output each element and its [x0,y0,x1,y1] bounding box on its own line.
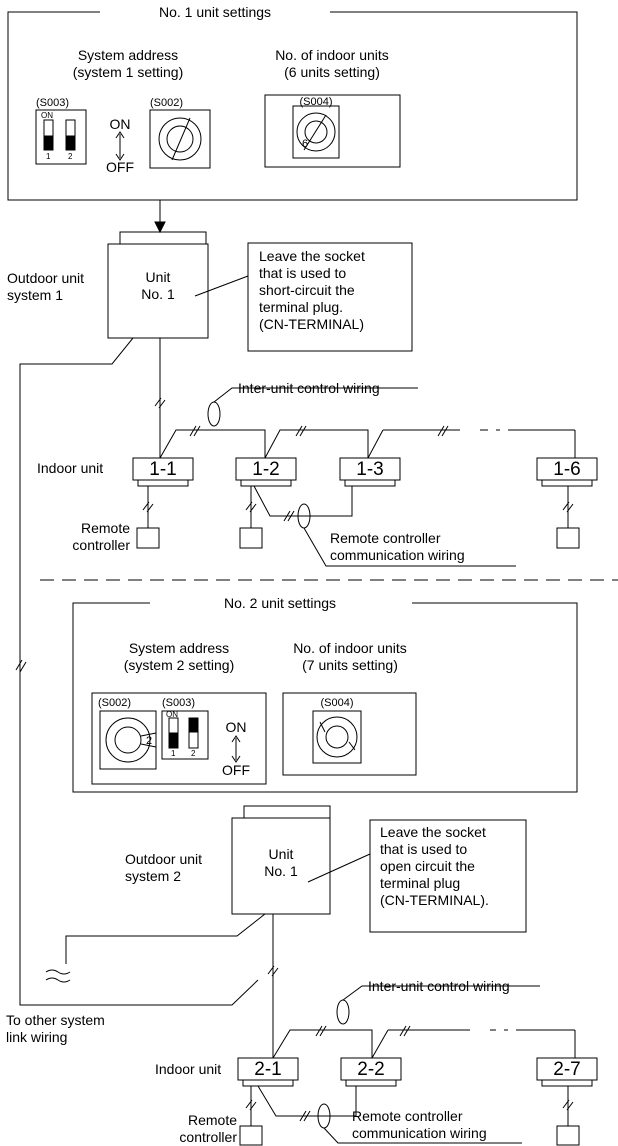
outdoor1-note-line3: short-circuit the [259,282,355,298]
outdoor-unit-1 [107,231,209,339]
no2-system-address-line1: System address [128,640,230,656]
indoor-unit-1-6-label: 1-6 [553,459,581,480]
outdoor2-note-line1: Leave the socket [380,824,486,840]
outdoor1-note-line1: Leave the socket [259,248,365,264]
outdoor2-note-box [307,819,527,933]
no1-switch-on-label: ON [41,111,53,120]
no1-dial-digit: 6 [302,138,309,150]
system2-remote-wiring [239,1085,580,1146]
indoor-unit-2-7-label: 2-7 [553,1059,581,1080]
no2-system-address-line2: (system 2 setting) [123,657,235,673]
no1-s004-rotary-switch [264,94,401,168]
no2-switch-1-label: 1 [171,749,176,758]
no1-s002-rotary-switch [149,109,211,169]
system2-remote-comm-line1: Remote controller [352,1108,463,1124]
indoor-unit-1-3 [339,457,401,487]
no2-s003-label: (S003) [162,697,196,709]
no2-s002-label: (S002) [98,697,132,709]
indoor-unit-1-2 [235,457,297,487]
indoor-unit-2-7 [536,1057,598,1087]
system1-remote-line1: Remote [80,520,130,536]
no2-dial-digit: 2 [146,735,153,747]
outdoor1-unit-line2: No. 1 [141,286,175,302]
system1-remote-wiring [136,485,580,567]
no2-on-off-arrow [231,735,241,763]
outdoor1-unit-line1: Unit [145,269,171,285]
outdoor1-note-line2: that is used to [259,265,347,281]
system2-indoor-unit-label: Indoor unit [155,1061,222,1077]
system1-remote-comm-line2: communication wiring [330,547,465,563]
indoor-unit-1-2-label: 1-2 [252,459,280,480]
outdoor2-note-line4: terminal plug [380,875,461,891]
no1-switch-2-label: 2 [68,152,73,161]
no2-switch-on-label: ON [166,710,178,719]
no2-settings-frame [72,602,578,793]
system1-indoor-unit-label: Indoor unit [37,460,104,476]
system1-wiring [19,337,576,1006]
no1-settings-arrow [154,200,166,234]
outdoor2-label-line2: system 2 [125,868,182,884]
system1-inter-unit-label: Inter-unit control wiring [238,380,380,396]
no2-s004-label: (S004) [320,697,354,709]
indoor-unit-1-3-label: 1-3 [356,459,384,480]
no1-s003-dip-switch [35,109,87,165]
system2-remote-line2: controller [179,1129,237,1145]
no1-s004-label: (S004) [299,96,333,108]
outdoor1-note-box [194,242,413,352]
no1-indoor-count-line1: No. of indoor units [275,47,389,63]
no1-s003-label: (S003) [36,97,70,109]
system2-wiring [15,659,576,1059]
system2-other-link-line1: To other system [6,1012,105,1028]
system1-remote-line2: controller [72,537,130,553]
no2-s004-rotary-switch [282,692,417,776]
indoor-unit-2-1 [237,1057,299,1087]
system1-remote-comm-line1: Remote controller [330,530,441,546]
no2-s003-dip-switch [161,710,209,760]
outdoor2-note-line2: that is used to [380,841,468,857]
outdoor1-note-line4: terminal plug. [259,299,344,315]
system2-other-link-line2: link wiring [6,1029,68,1045]
no2-off-label: OFF [222,762,250,778]
no1-settings-title: No. 1 unit settings [158,4,272,20]
system2-inter-unit-label: Inter-unit control wiring [368,978,510,994]
outdoor2-unit-line1: Unit [268,846,294,862]
outdoor1-label-line1: Outdoor unit [7,270,85,286]
indoor-unit-2-1-label: 2-1 [254,1059,282,1080]
outdoor1-label-line2: system 1 [7,287,64,303]
no1-settings-frame [7,11,578,201]
no1-off-label: OFF [106,159,134,175]
system2-remote-comm-line2: communication wiring [352,1125,487,1141]
no1-system-address-line2: (system 1 setting) [72,64,184,80]
indoor-unit-1-1-label: 1-1 [149,459,177,480]
indoor-unit-2-2-label: 2-2 [357,1059,385,1080]
outdoor-unit-2 [231,805,331,915]
no1-on-off-arrow [115,131,125,161]
outdoor2-unit-line2: No. 1 [264,863,298,879]
no1-s002-label: (S002) [150,97,184,109]
no2-indoor-count-line1: No. of indoor units [293,640,407,656]
indoor-unit-1-6 [536,457,598,487]
no2-s002-s003-box [91,692,267,785]
no2-indoor-count-line2: (7 units setting) [302,657,398,673]
no1-switch-1-label: 1 [46,152,51,161]
no1-indoor-count-line2: (6 units setting) [284,64,380,80]
no2-switch-2-label: 2 [191,749,196,758]
no1-on-label: ON [109,116,131,132]
no2-settings-title: No. 2 unit settings [223,595,337,611]
outdoor2-label-line1: Outdoor unit [125,851,203,867]
no1-system-address-line1: System address [77,47,179,63]
outdoor2-note-line5: (CN-TERMINAL). [380,892,489,908]
no2-s002-rotary-switch [99,710,157,770]
outdoor2-note-line3: open circuit the [380,858,475,874]
indoor-unit-1-1 [132,457,194,487]
system2-remote-line1: Remote [187,1112,237,1128]
indoor-unit-2-2 [340,1057,402,1087]
no2-on-label: ON [225,719,247,735]
outdoor1-note-line5: (CN-TERMINAL) [259,316,364,332]
